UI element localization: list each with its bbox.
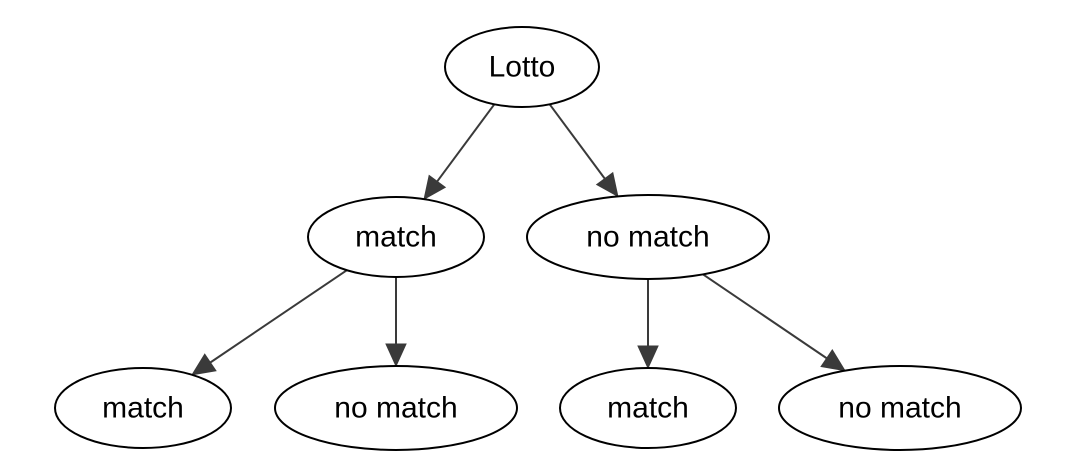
node-l2-nomatch-nomatch-label: no match [838,392,961,425]
node-root: Lotto [444,26,600,108]
node-root-label: Lotto [489,51,556,84]
node-l2-nomatch-nomatch-shape [778,365,1022,451]
edges-group [191,103,846,376]
node-l2-nomatch-match-label: match [607,392,689,425]
node-l2-match-match: match [54,367,232,449]
arrowhead-icon [191,353,217,376]
node-l1-nomatch-shape [526,194,770,280]
edge-l1_match-to-l2_match_match [191,269,348,376]
edge-l1_nomatch-to-l2_nomatch_nomatch [702,273,846,372]
arrowhead-icon [595,171,619,198]
edge-line [209,269,348,364]
arrowhead-icon [423,174,447,201]
node-l2-match-nomatch: no match [274,365,518,451]
edge-l1_match-to-l2_match_nomatch [385,277,407,368]
node-l1-match: match [307,196,485,278]
edge-line [548,103,606,180]
arrowhead-icon [637,345,659,370]
node-root-shape [444,26,600,108]
node-l2-match-nomatch-label: no match [334,392,457,425]
node-l2-nomatch-match-shape [559,367,737,449]
node-l1-nomatch: no match [526,194,770,280]
node-l1-nomatch-label: no match [586,221,709,254]
edge-root-to-l1_nomatch [548,103,619,198]
arrowhead-icon [385,343,407,368]
node-l2-nomatch-match: match [559,367,737,449]
node-l2-match-match-shape [54,367,232,449]
node-l2-match-match-label: match [102,392,184,425]
edge-l1_nomatch-to-l2_nomatch_match [637,279,659,370]
edge-line [702,273,828,360]
edge-root-to-l1_match [423,103,496,201]
node-l1-match-shape [307,196,485,278]
node-l2-nomatch-nomatch: no match [778,365,1022,451]
arrowhead-icon [820,349,846,372]
node-l1-match-label: match [355,221,437,254]
node-l2-match-nomatch-shape [274,365,518,451]
edge-line [436,103,496,183]
nodes-group: Lotto match no match match no match matc… [54,26,1022,451]
